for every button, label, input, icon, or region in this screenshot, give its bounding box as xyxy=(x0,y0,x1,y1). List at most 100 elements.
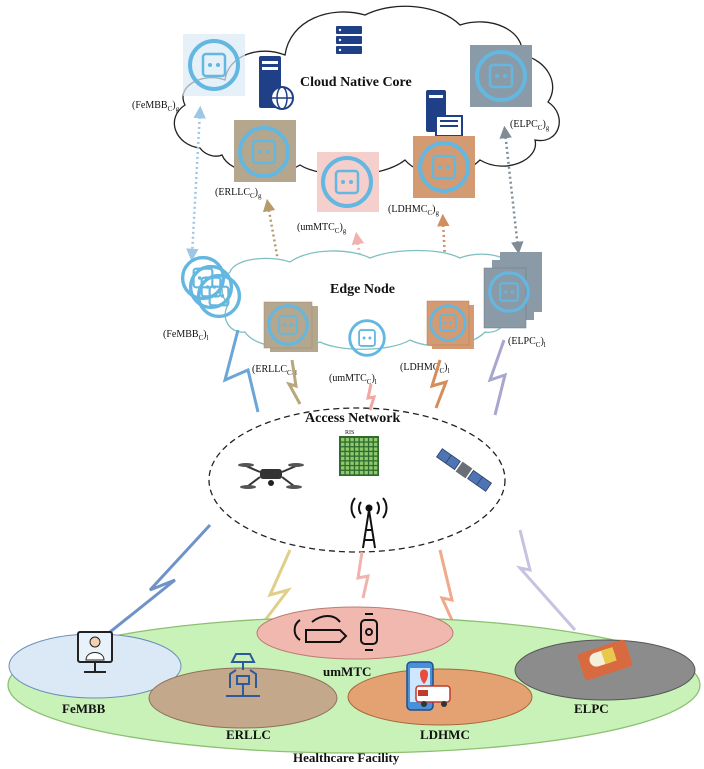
ris-element xyxy=(345,466,350,470)
ummtc-zone xyxy=(256,606,454,660)
ris-element xyxy=(345,438,350,442)
ris-element xyxy=(355,442,359,447)
ris-element xyxy=(345,456,350,461)
ldhmc-global-microservice xyxy=(413,136,475,198)
ris-element xyxy=(345,470,350,475)
elpc-service-label: ELPC xyxy=(574,701,609,716)
ris-element xyxy=(341,466,345,470)
ris-element xyxy=(373,461,378,465)
ris-element xyxy=(364,447,368,451)
erllc-local-microservice xyxy=(263,301,318,352)
access-network-boundary xyxy=(208,407,506,553)
ris-element xyxy=(359,452,364,456)
ambulance-phone-icon xyxy=(406,661,451,711)
access-network-title: Access Network xyxy=(305,411,400,426)
ris-element xyxy=(341,452,345,456)
ris-element xyxy=(350,452,354,456)
ris-element xyxy=(355,438,359,442)
ummtc-global-label: (umMTCC)g xyxy=(297,222,347,235)
server-document-icon xyxy=(426,90,463,137)
ris-element xyxy=(350,470,354,475)
ris-element xyxy=(350,456,354,461)
server-rack-icon xyxy=(336,26,362,54)
ris-element xyxy=(369,438,373,442)
ris-element xyxy=(350,442,354,447)
healthcare-facility-title: Healthcare Facility xyxy=(293,750,400,765)
ris-element xyxy=(369,470,373,475)
ris-element xyxy=(369,442,373,447)
ris-element xyxy=(373,466,378,470)
drone-icon xyxy=(238,463,304,489)
ris-element xyxy=(350,447,354,451)
ris-element xyxy=(373,470,378,475)
erllc-global-label: (ERLLCC)g xyxy=(215,187,262,200)
ris-element xyxy=(364,461,368,465)
ris-element xyxy=(355,470,359,475)
ris-element xyxy=(359,466,364,470)
ris-element xyxy=(359,456,364,461)
ummtc-service-label: umMTC xyxy=(323,664,371,679)
ldhmc-global-label: (LDHMCC)g xyxy=(388,204,439,217)
ris-element xyxy=(364,438,368,442)
femmb-global-microservice xyxy=(183,34,245,96)
ris-element xyxy=(345,447,350,451)
ris-element xyxy=(355,447,359,451)
ldhmc-service-label: LDHMC xyxy=(420,727,470,742)
ris-element xyxy=(359,442,364,447)
femmb-service-label: FeMBB xyxy=(62,701,106,716)
cell-tower-icon xyxy=(350,497,388,549)
ris-element xyxy=(369,452,373,456)
ris-element xyxy=(369,466,373,470)
ris-panel-icon xyxy=(339,436,379,476)
ris-element xyxy=(341,456,345,461)
ris-element xyxy=(345,461,350,465)
ris-element xyxy=(359,447,364,451)
cloud-title: Cloud Native Core xyxy=(300,75,412,90)
ldhmc-local-label: (LDHMCC)l xyxy=(400,362,449,375)
web-server-icon xyxy=(259,56,294,110)
femmb-local-label: (FeMBBC)l xyxy=(163,329,209,342)
ris-element xyxy=(369,461,373,465)
robotic-surgery-icon xyxy=(226,653,260,697)
ris-element xyxy=(373,456,378,461)
ris-element xyxy=(364,452,368,456)
ris-label: RIS xyxy=(345,430,354,436)
ris-element xyxy=(364,470,368,475)
ris-element xyxy=(341,447,345,451)
ris-element xyxy=(373,438,378,442)
ris-element xyxy=(341,438,345,442)
ldhmc-local-microservice xyxy=(426,300,474,349)
ris-element xyxy=(373,452,378,456)
wireless-link-icon xyxy=(222,329,508,416)
ris-element xyxy=(350,438,354,442)
ris-element xyxy=(364,466,368,470)
telemedicine-monitor-icon xyxy=(77,631,113,673)
ummtc-global-microservice xyxy=(317,152,379,212)
elpc-global-microservice xyxy=(470,45,532,107)
elpc-local-label: (ELPCC)l xyxy=(508,336,546,349)
ris-element xyxy=(355,461,359,465)
ris-element xyxy=(350,466,354,470)
elpc-global-label: (ELPCC)g xyxy=(510,119,550,132)
ris-element xyxy=(364,456,368,461)
ummtc-local-label: (umMTCC)l xyxy=(329,373,377,386)
ris-element xyxy=(341,442,345,447)
femmb-sync-arrow xyxy=(186,105,206,262)
wearable-sensor-icon xyxy=(293,613,378,651)
ris-element xyxy=(359,438,364,442)
femmb-global-label: (FeMBBC)g xyxy=(132,100,180,113)
erllc-service-label: ERLLC xyxy=(226,727,271,742)
ris-element xyxy=(369,447,373,451)
ris-element xyxy=(364,442,368,447)
pill-capsule-icon xyxy=(577,639,633,681)
ris-element xyxy=(345,442,350,447)
wireless-link-icon xyxy=(99,523,577,661)
edge-node-title: Edge Node xyxy=(330,282,395,297)
ris-element xyxy=(355,456,359,461)
ris-element xyxy=(359,461,364,465)
ris-element xyxy=(355,452,359,456)
ris-element xyxy=(373,447,378,451)
elpc-local-microservice xyxy=(483,252,542,329)
ris-element xyxy=(341,461,345,465)
